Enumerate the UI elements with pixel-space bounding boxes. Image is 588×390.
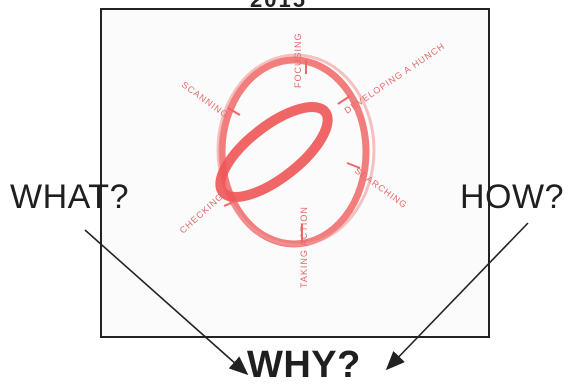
stage-label-checking: CHECKING	[178, 191, 226, 236]
arrow-what-to-why	[85, 230, 246, 373]
arrow-how-to-why	[388, 223, 528, 368]
how-label: HOW?	[460, 180, 564, 214]
why-label: WHY?	[247, 346, 361, 384]
stage-label-taking-action: TAKING ACTION	[299, 206, 309, 288]
stage-label-scanning: SCANNING	[180, 80, 231, 121]
stage-label-developing: DEVELOPING A HUNCH	[343, 41, 447, 116]
stage-label-focusing: FOCUSING	[293, 32, 303, 88]
what-label: WHAT?	[10, 180, 129, 214]
